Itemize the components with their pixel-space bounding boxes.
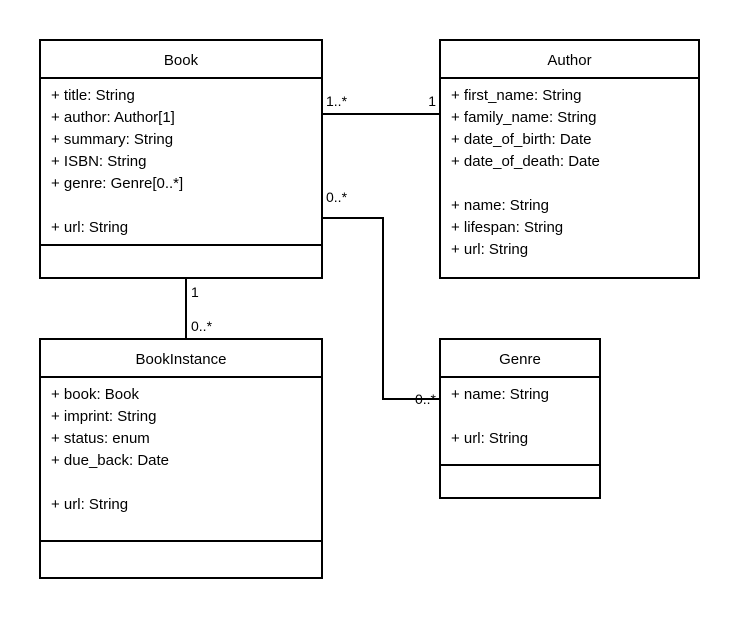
class-box-outline <box>39 338 323 579</box>
class-name: BookInstance <box>136 351 227 368</box>
class-box-author[interactable]: Author + first_name: String + family_name:… <box>439 39 700 279</box>
multiplicity-label: 0..* <box>415 391 437 407</box>
class-attribute: + summary: String <box>51 131 173 148</box>
class-attribute: + title: String <box>51 87 135 104</box>
class-box-outline <box>439 39 700 279</box>
class-attribute: + name: String <box>451 386 549 403</box>
class-name: Book <box>164 52 199 69</box>
class-attribute: + imprint: String <box>51 408 156 425</box>
class-box-book[interactable]: Book + title: String + author: Author[1] + … <box>39 39 323 279</box>
multiplicity-label: 1 <box>191 284 199 300</box>
class-attribute: + url: String <box>451 241 528 258</box>
multiplicity-label: 1 <box>428 93 436 109</box>
class-attribute: + book: Book <box>51 386 139 403</box>
class-attribute: + url: String <box>51 219 128 236</box>
class-attribute: + url: String <box>51 496 128 513</box>
class-name: Genre <box>499 351 541 368</box>
class-box-outline <box>39 39 323 279</box>
class-attribute: + first_name: String <box>451 87 581 104</box>
class-attribute: + status: enum <box>51 430 150 447</box>
class-attribute: + lifespan: String <box>451 219 563 236</box>
association-book-author: 1..* 1 <box>322 93 440 115</box>
association-line <box>322 217 440 400</box>
multiplicity-label: 0..* <box>191 318 213 334</box>
class-attribute: + genre: Genre[0..*] <box>51 175 183 192</box>
multiplicity-label: 1..* <box>326 93 348 109</box>
class-box-genre[interactable]: Genre + name: String + url: String <box>439 338 601 499</box>
class-attribute: + name: String <box>451 197 549 214</box>
class-box-bookinstance[interactable]: BookInstance + book: Book + imprint: Strin… <box>39 338 323 579</box>
association-book-genre: 0..* 0..* <box>322 189 440 407</box>
classes-layer: Book + title: String + author: Author[1] + … <box>39 39 700 579</box>
associations-layer: 1..* 1 0..* 0..* 1 0..* <box>185 93 440 407</box>
class-attribute: + due_back: Date <box>51 452 169 469</box>
multiplicity-label: 0..* <box>326 189 348 205</box>
class-attribute: + author: Author[1] <box>51 109 175 126</box>
class-attribute: + date_of_death: Date <box>451 153 600 170</box>
class-attribute: + url: String <box>451 430 528 447</box>
class-name: Author <box>547 52 591 69</box>
class-attribute: + ISBN: String <box>51 153 146 170</box>
class-attribute: + date_of_birth: Date <box>451 131 592 148</box>
association-book-bookinstance: 1 0..* <box>185 278 213 339</box>
class-attribute: + family_name: String <box>451 109 596 126</box>
class-box-outline <box>439 338 601 499</box>
